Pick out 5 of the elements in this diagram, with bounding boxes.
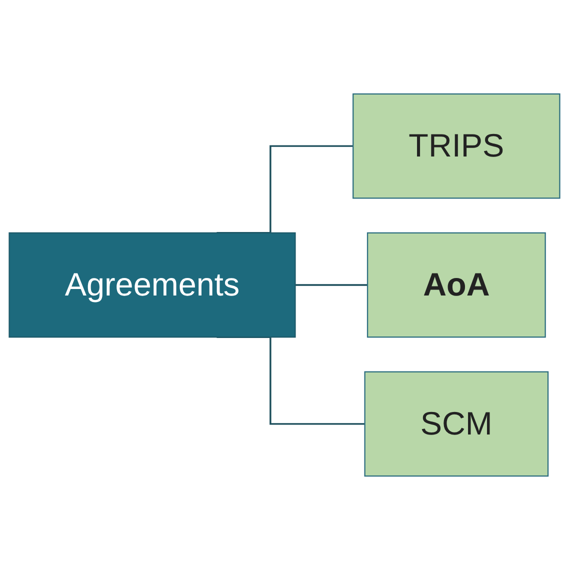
node-box: [364, 371, 549, 477]
connector: [295, 284, 368, 286]
node-box: [352, 93, 560, 199]
node-box: [366, 232, 546, 338]
node-box: [8, 232, 296, 338]
